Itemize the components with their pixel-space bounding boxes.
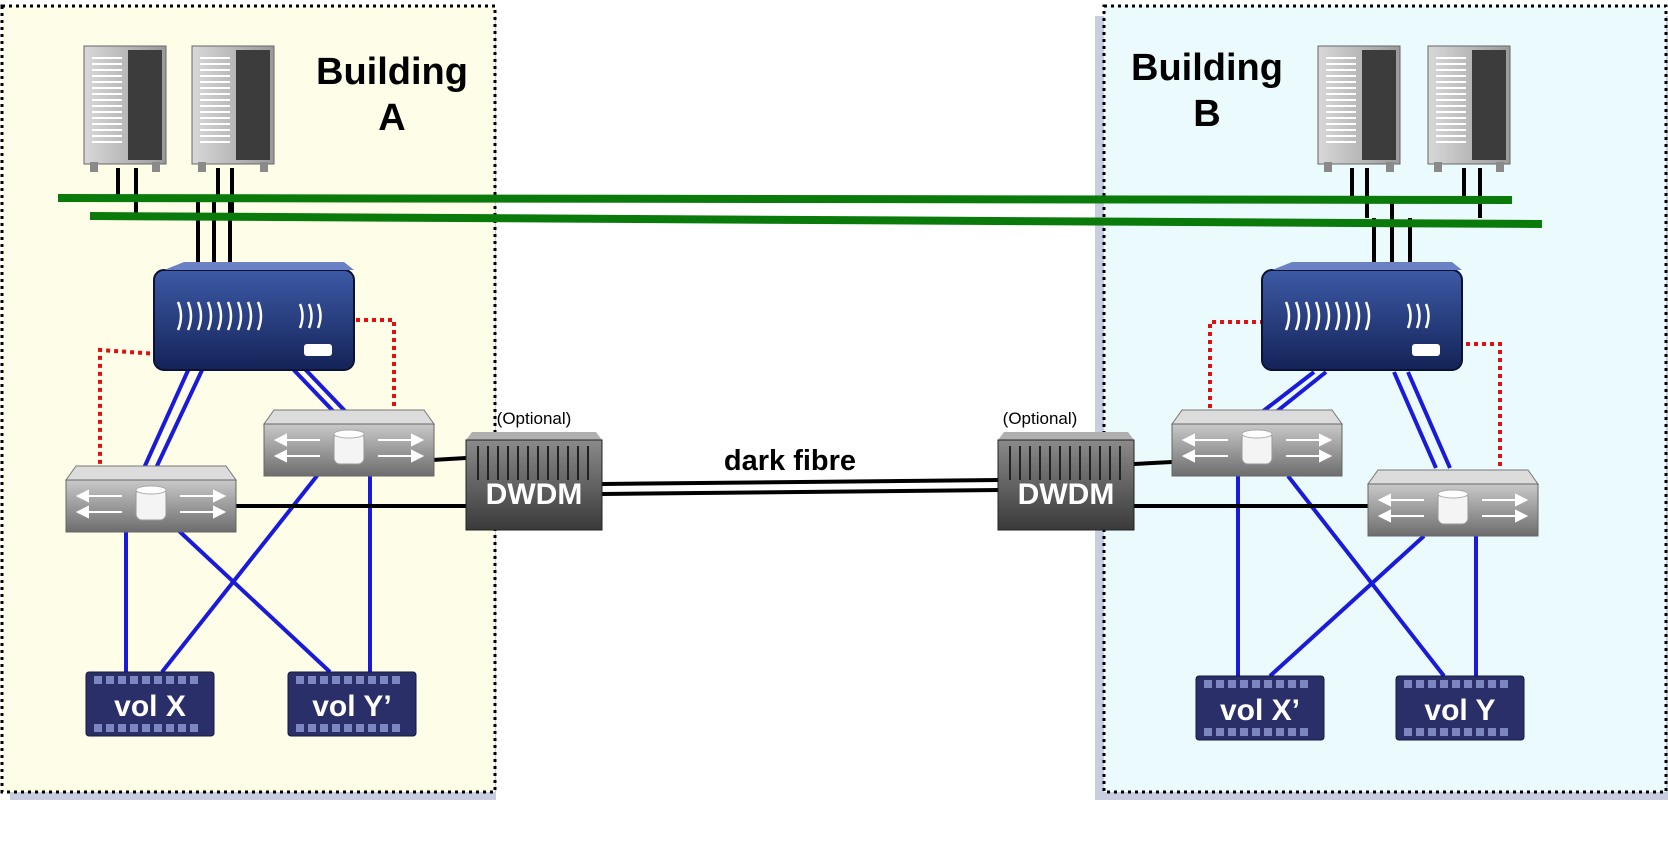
lan-rail-2	[89, 212, 1543, 228]
volume-b2-label: vol Y	[1424, 694, 1495, 727]
dark-fibre-label: dark fibre	[724, 445, 856, 477]
switch-b-lower	[1367, 469, 1539, 537]
building-b-title: Building	[1131, 47, 1283, 89]
volume-a2-label: vol Y’	[312, 690, 391, 723]
dwdm-left-note: (Optional)	[497, 409, 572, 428]
router-b	[1260, 260, 1464, 372]
heartbeat-links	[98, 318, 1502, 470]
switch-b-upper	[1171, 409, 1343, 477]
dwdm-right-note: (Optional)	[1003, 409, 1078, 428]
switch-dwdm-links	[236, 456, 1370, 508]
server-b1	[1317, 45, 1401, 173]
switch-a-upper	[263, 409, 435, 477]
dark-fibre-link	[601, 478, 1001, 496]
building-b-letter: B	[1193, 93, 1220, 135]
lan-rail-1	[57, 194, 1513, 204]
building-a-title: Building	[316, 51, 468, 93]
switch-a-lower	[65, 465, 237, 533]
server-a2	[191, 45, 275, 173]
server-a1	[83, 45, 167, 173]
router-a	[152, 260, 356, 372]
building-a-letter: A	[378, 97, 405, 139]
dwdm-left-label: DWDM	[486, 478, 583, 511]
server-b2	[1427, 45, 1511, 173]
volume-a1-label: vol X	[114, 690, 186, 723]
dwdm-right-label: DWDM	[1018, 478, 1115, 511]
volume-b1-label: vol X’	[1220, 694, 1300, 727]
